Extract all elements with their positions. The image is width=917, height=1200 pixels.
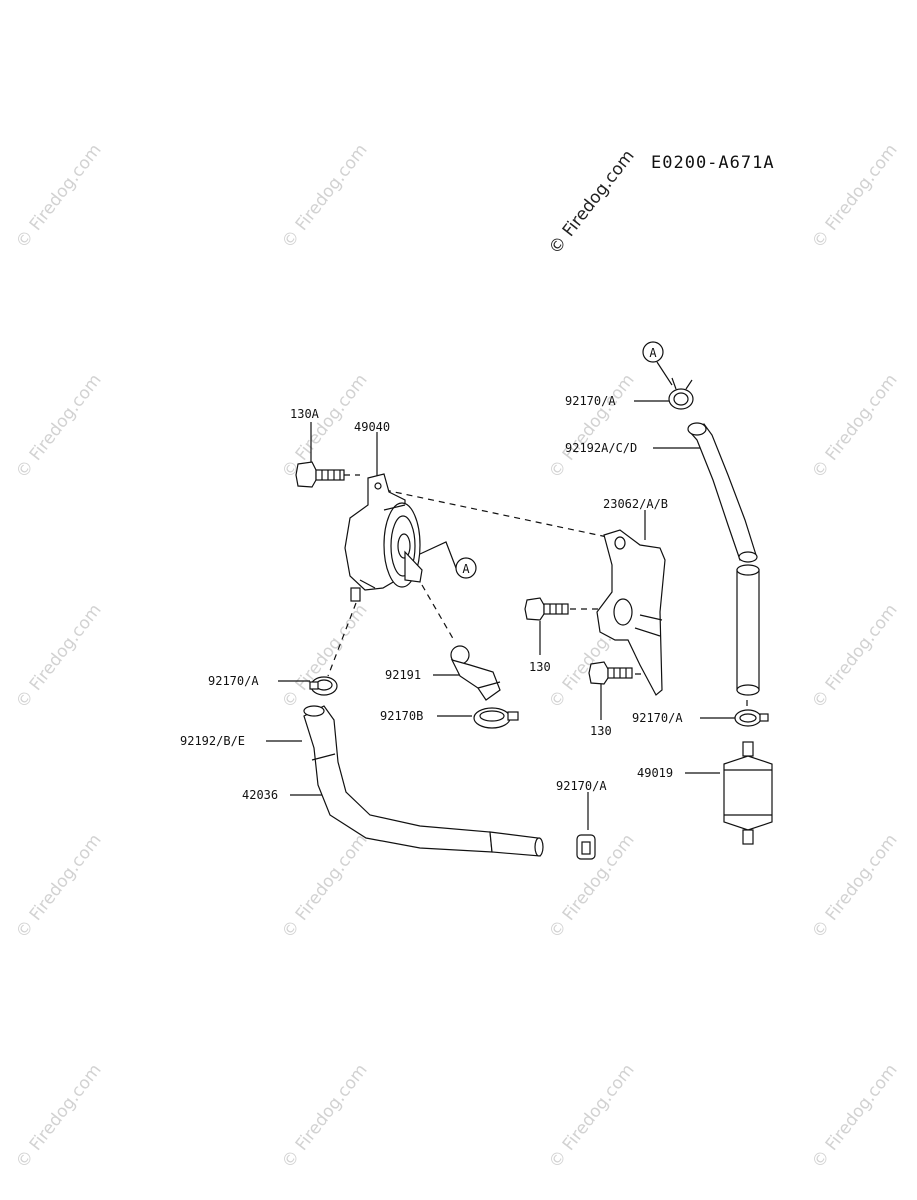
clamp-bottom xyxy=(576,834,596,860)
part-label-92170b: 92170B xyxy=(380,709,423,723)
hose-long xyxy=(303,705,544,857)
part-label-130-upper: 130 xyxy=(529,660,551,674)
part-label-23062ab: 23062/A/B xyxy=(603,497,668,511)
fuel-pump xyxy=(344,473,423,602)
clamp-left xyxy=(309,676,338,696)
hose-right-lower xyxy=(736,564,760,696)
leader-lines xyxy=(266,400,735,830)
callout-letter: A xyxy=(649,346,657,360)
clamp-top xyxy=(668,377,694,410)
part-label-92170a-bottom: 92170/A xyxy=(556,779,607,793)
drawing-code: E0200-A671A xyxy=(651,153,775,173)
bolt-130-upper xyxy=(524,597,569,621)
bracket xyxy=(596,529,666,696)
hose-elbow xyxy=(450,645,501,701)
bolt-130-lower xyxy=(588,661,633,685)
part-label-92170a-top: 92170/A xyxy=(565,394,616,408)
part-label-130-lower: 130 xyxy=(590,724,612,738)
clamp-right xyxy=(734,709,769,727)
part-label-92191: 92191 xyxy=(385,668,421,682)
part-label-49040: 49040 xyxy=(354,420,390,434)
fuel-filter xyxy=(723,741,773,845)
callout-letter: A xyxy=(462,562,470,576)
part-label-49019: 49019 xyxy=(637,766,673,780)
part-label-92192be: 92192/B/E xyxy=(180,734,245,748)
clamp-92170b xyxy=(473,707,519,729)
callout-a-pump xyxy=(419,541,477,579)
part-label-92170a-left: 92170/A xyxy=(208,674,259,688)
part-label-92170a-right: 92170/A xyxy=(632,711,683,725)
bolt-130a xyxy=(295,461,345,488)
hose-right-upper xyxy=(687,422,758,563)
part-label-92192acd: 92192A/C/D xyxy=(565,441,637,455)
callout-a-top xyxy=(642,341,673,386)
part-label-42036: 42036 xyxy=(242,788,278,802)
part-label-130a: 130A xyxy=(290,407,320,421)
